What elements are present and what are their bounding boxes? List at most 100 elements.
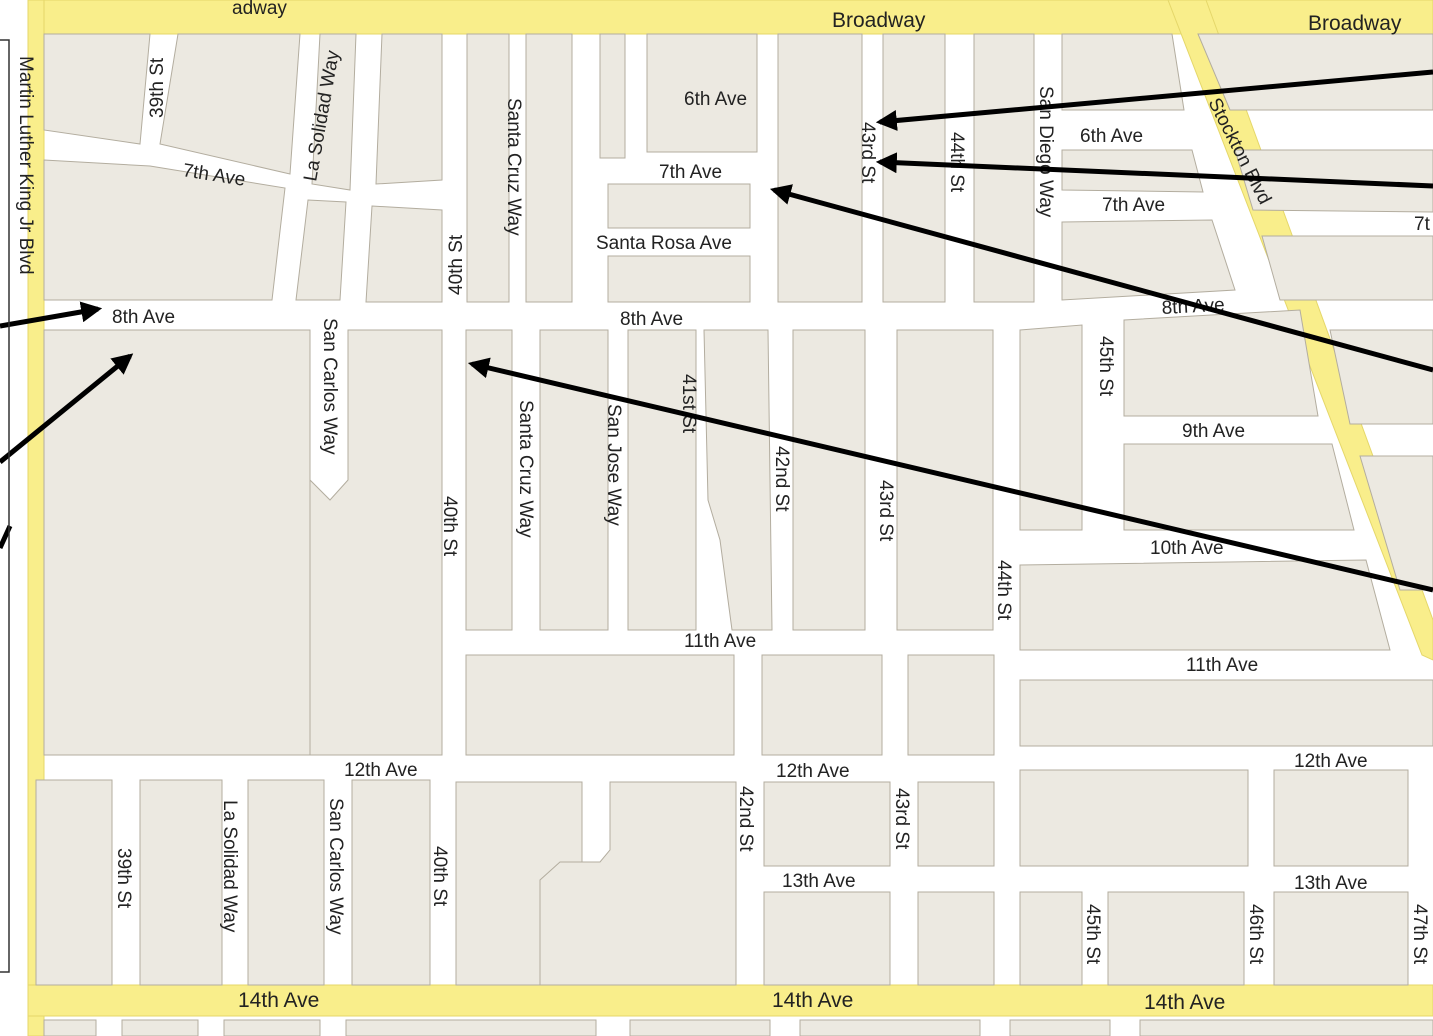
street-label: 9th Ave [1182, 421, 1245, 442]
street-label: 40th St [439, 496, 460, 557]
street-label: 43rd St [891, 788, 912, 850]
street-label: 11th Ave [1186, 655, 1258, 676]
block [882, 33, 946, 303]
street-label: 44th St [946, 132, 967, 193]
street-label: Santa Cruz Way [515, 400, 536, 538]
block [345, 1019, 597, 1036]
block [159, 33, 301, 175]
street-label: 14th Ave [1144, 991, 1225, 1014]
street-label: 47th St [1409, 904, 1430, 965]
block [1061, 33, 1185, 111]
block [309, 329, 443, 756]
block [1019, 679, 1433, 747]
block [792, 329, 866, 631]
block [1019, 769, 1249, 867]
street-label: 40th St [429, 846, 450, 907]
street-label: Santa Rosa Ave [596, 233, 732, 254]
street-label: 39th St [147, 57, 168, 118]
block [1197, 33, 1433, 111]
street-label: 43rd St [857, 122, 878, 184]
block [1061, 219, 1236, 301]
block [607, 183, 751, 229]
street-label: 45th St [1095, 336, 1116, 397]
block [627, 329, 697, 631]
left-frame [0, 39, 10, 973]
block [539, 329, 609, 631]
block [351, 779, 431, 986]
street-label: Broadway [1308, 12, 1402, 35]
block [465, 329, 513, 631]
street-label: San Diego Way [1035, 86, 1056, 218]
street-label: San Jose Way [603, 404, 624, 526]
city-blocks [35, 33, 1433, 1036]
block [1019, 324, 1083, 531]
street-label: 8th Ave [112, 307, 175, 328]
block [1123, 443, 1355, 531]
block [1019, 559, 1391, 651]
block [121, 1019, 199, 1036]
street-label: 39th St [113, 848, 134, 909]
block [607, 255, 751, 303]
block [763, 781, 891, 867]
block [1019, 891, 1083, 986]
block [139, 779, 223, 986]
arrow-to-7th-ave [769, 184, 1433, 373]
annotation-arrows [0, 69, 1433, 593]
street-label: 7th Ave [1102, 195, 1165, 216]
street-label: 12th Ave [776, 761, 850, 782]
block [525, 33, 573, 303]
street-label: 12th Ave [1294, 751, 1368, 772]
street-label: 43rd St [875, 480, 896, 542]
arrow-to-8th-ave [0, 301, 103, 329]
street-label: 14th Ave [772, 989, 853, 1012]
street-label: 13th Ave [1294, 873, 1368, 894]
street-label: 42nd St [735, 786, 756, 852]
block [43, 159, 286, 301]
street-label: 8th Ave [620, 309, 683, 330]
block [466, 33, 510, 303]
street-label: 7th Ave [659, 162, 722, 183]
street-labels: adway Broadway Broadway Martin Luther Ki… [15, 0, 1431, 1014]
street-label: 12th Ave [344, 760, 418, 781]
street-label: 7t [1414, 214, 1431, 235]
street-label: 10th Ave [1150, 538, 1224, 559]
block [539, 781, 737, 986]
street-label: 6th Ave [684, 89, 747, 110]
block [1273, 769, 1409, 867]
mlk-road [27, 0, 45, 1036]
street-label: La Solidad Way [219, 800, 240, 933]
block [777, 33, 863, 303]
street-label: 41st St [678, 374, 699, 434]
block [1329, 329, 1433, 425]
block [763, 891, 891, 986]
street-label: 40th St [446, 234, 467, 295]
block [917, 781, 995, 867]
block [35, 779, 113, 986]
block [907, 654, 995, 756]
street-label: 42nd St [771, 446, 792, 512]
block [1123, 309, 1319, 417]
street-label: 11th Ave [684, 631, 756, 652]
block [1009, 1019, 1111, 1036]
arrow-to-8th-ave-corner [0, 353, 134, 464]
street-label: 46th St [1245, 904, 1266, 965]
block [1139, 1019, 1433, 1036]
block [799, 1019, 981, 1036]
street-label: Martin Luther King Jr Blvd [15, 56, 36, 275]
street-label: Santa Cruz Way [503, 98, 524, 236]
arrow-to-43rd-st-7th [875, 152, 1433, 189]
street-label: 45th St [1082, 904, 1103, 965]
street-label: San Carlos Way [319, 318, 340, 455]
street-label: 6th Ave [1080, 126, 1143, 147]
block [43, 1019, 97, 1036]
block [223, 1019, 321, 1036]
block [43, 33, 151, 145]
block [247, 779, 325, 986]
block [375, 33, 443, 185]
street-label: San Carlos Way [325, 798, 346, 935]
block [465, 654, 735, 756]
block [1359, 455, 1433, 591]
block [599, 33, 626, 159]
